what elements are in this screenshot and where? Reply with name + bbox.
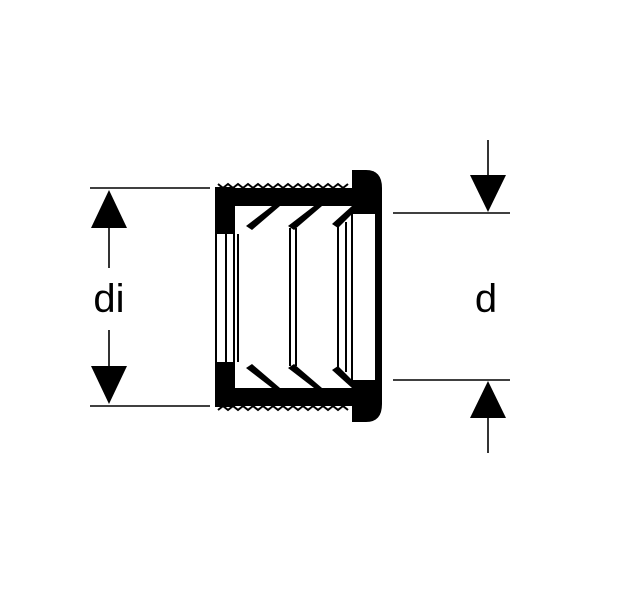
- d-arrow-down-icon: [470, 175, 506, 212]
- di-label: di: [93, 277, 124, 321]
- thread-top-edge: [217, 182, 349, 190]
- left-wall-upper: [216, 188, 234, 234]
- d-label: d: [475, 277, 497, 321]
- lip-seal-bottom-1: [246, 364, 280, 388]
- dimension-di: di: [90, 187, 210, 407]
- adapter-part: [215, 170, 382, 422]
- top-wall: [216, 188, 358, 206]
- thread-bottom-edge: [217, 404, 349, 412]
- left-wall-outline: [215, 187, 235, 407]
- di-arrow-up-icon: [91, 190, 127, 228]
- lip-seal-top-2: [288, 206, 322, 230]
- left-wall-lower: [216, 362, 234, 406]
- lip-seal-bottom-3: [332, 366, 360, 388]
- bottom-wall: [216, 388, 358, 406]
- lip-seal-bottom-2: [288, 364, 322, 388]
- lip-seal-top-3: [332, 206, 360, 228]
- dimension-d: d: [393, 140, 510, 453]
- d-arrow-up-icon: [470, 381, 506, 418]
- flange-bore: [352, 214, 376, 380]
- di-arrow-down-icon: [91, 366, 127, 404]
- lip-seal-top-1: [246, 206, 280, 230]
